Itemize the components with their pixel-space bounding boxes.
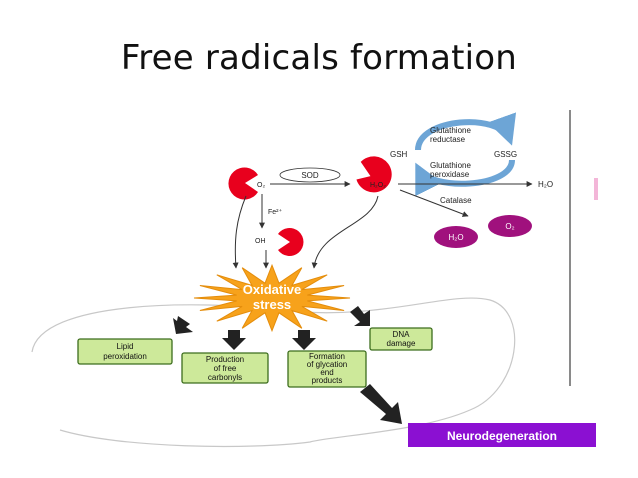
h2o-bubble-label: H₂O: [448, 233, 463, 242]
h2o2-label: H₂O₂: [370, 182, 386, 189]
sod-step: SOD: [270, 167, 351, 187]
h2o-right-label: H₂O: [538, 180, 553, 189]
neurodegeneration-bar: Neurodegeneration: [408, 423, 596, 447]
carbonyls-box: Production of free carbonyls: [181, 352, 269, 384]
carbonyls-label-1: Production: [206, 355, 244, 364]
carbonyls-label-3: carbonyls: [208, 373, 242, 382]
glutathione-reductase-label-1: Glutathione: [430, 126, 471, 135]
neuron-outline: [31, 297, 516, 448]
fe-label: Fe²⁺: [268, 208, 283, 216]
gssg-label: GSSG: [494, 150, 517, 159]
arrow-h2o2-to-stress: [311, 195, 379, 269]
lipid-peroxidation-box: Lipid peroxidation: [77, 338, 173, 365]
glutathione-peroxidase-label-1: Glutathione: [430, 161, 471, 170]
arrow-catalase: [399, 189, 469, 217]
lipid-label-1: Lipid: [117, 342, 134, 351]
glutathione-reductase-label-2: reductase: [430, 135, 466, 144]
dna-label-2: damage: [387, 339, 416, 348]
starburst-shape: [193, 263, 351, 333]
glycation-label-3: end: [320, 368, 333, 377]
carbonyls-label-2: of free: [214, 364, 237, 373]
sod-label: SOD: [301, 171, 319, 180]
slide-title: Free radicals formation: [120, 38, 518, 78]
thick-arrow-lipid: [173, 316, 193, 334]
radical-pacman-icon: [228, 167, 258, 200]
o2-bubble-label: O₂: [505, 222, 514, 231]
gsh-label: GSH: [390, 150, 408, 159]
h2o-bubble: [434, 226, 478, 248]
cycle-arrow-top: [415, 112, 516, 151]
catalase-label: Catalase: [440, 196, 472, 205]
glutathione-cycle: Glutathione reductase GSH GSSG Glutathio…: [390, 112, 517, 197]
dna-damage-box: DNA damage: [369, 327, 433, 351]
o2-radical: O₂: [228, 167, 265, 200]
consequence-arrows: [173, 306, 402, 424]
lipid-label-2: peroxidation: [103, 352, 147, 361]
neurodegeneration-label: Neurodegeneration: [447, 429, 557, 443]
oxidative-stress-star: Oxidative stress: [193, 263, 351, 333]
dna-label-1: DNA: [393, 330, 411, 339]
h2o2-radical: H₂O₂: [356, 156, 392, 193]
o2-bubble: [488, 215, 532, 237]
glycation-label-2: of glycation: [307, 360, 347, 369]
sod-ellipse: [279, 167, 341, 183]
arrow-o2-to-stress: [232, 195, 247, 269]
glycation-box: Formation of glycation end products: [287, 350, 367, 388]
thick-arrow-dna: [350, 306, 370, 326]
oxidative-stress-label-2: stress: [253, 297, 291, 312]
glycation-label-1: Formation: [309, 352, 345, 361]
glutathione-peroxidase-label-2: peroxidase: [430, 170, 470, 179]
radical-pacman-icon: [356, 156, 392, 193]
oxidative-stress-label-1: Oxidative: [243, 282, 302, 297]
radical-pacman-icon: [278, 228, 304, 256]
thick-arrow-carbonyls: [222, 330, 246, 350]
glycation-label-4: products: [312, 376, 343, 385]
thick-arrow-neurodegeneration: [360, 384, 402, 424]
oh-label: OH: [255, 238, 266, 245]
o2-label: O₂: [257, 182, 265, 189]
thick-arrow-glycation: [292, 330, 316, 350]
edge-mark: [594, 178, 598, 200]
